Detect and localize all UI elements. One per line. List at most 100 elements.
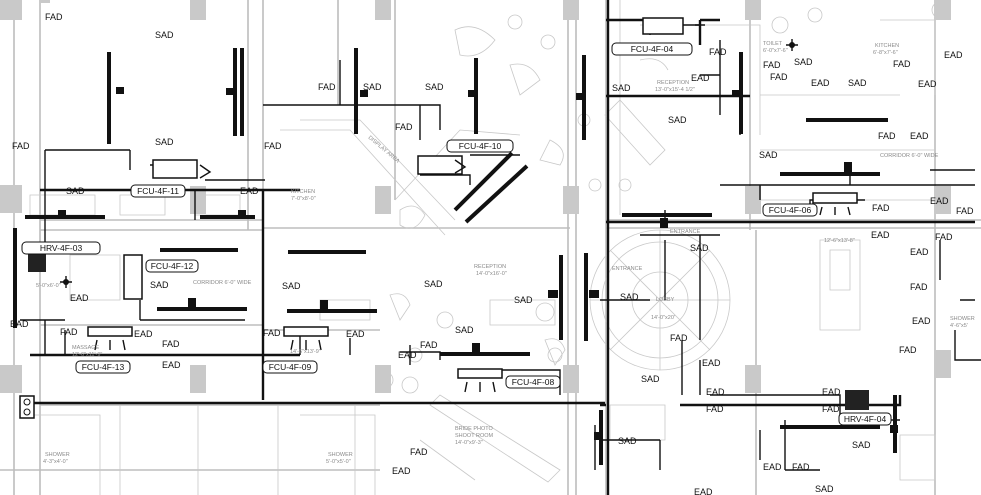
sad-label: SAD bbox=[155, 30, 174, 40]
fad-label: FAD bbox=[910, 282, 928, 292]
ead-label: EAD bbox=[694, 487, 713, 495]
room-label: CORRIDOR 6'-0" WIDE bbox=[880, 153, 939, 159]
fad-label: FAD bbox=[763, 60, 781, 70]
fcu-4f-10-text: FCU-4F-10 bbox=[459, 141, 502, 151]
sad-label: SAD bbox=[425, 82, 444, 92]
ead-label: EAD bbox=[398, 350, 417, 360]
fad-label: FAD bbox=[420, 340, 438, 350]
fad-label: FAD bbox=[60, 327, 78, 337]
room-label: 4'-3"x4'-0" bbox=[43, 459, 68, 465]
sad-label: SAD bbox=[690, 243, 709, 253]
ead-label: EAD bbox=[811, 78, 830, 88]
fad-label: FAD bbox=[709, 47, 727, 57]
room-label: ENTRANCE bbox=[612, 266, 643, 272]
room-label: 6'-0"x7'-6" bbox=[763, 48, 788, 54]
fcu-4f-08-tag[interactable]: FCU-4F-08 bbox=[505, 375, 561, 389]
fcu-4f-10-tag[interactable]: FCU-4F-10 bbox=[446, 139, 514, 153]
sad-label: SAD bbox=[514, 295, 533, 305]
fad-label: FAD bbox=[706, 404, 724, 414]
room-label: RECEPTION bbox=[474, 264, 506, 270]
ead-label: EAD bbox=[240, 186, 259, 196]
fad-label: FAD bbox=[878, 131, 896, 141]
room-label: 6'-8"x7'-6" bbox=[873, 50, 898, 56]
room-label: 14'-6"x13'-9" bbox=[290, 349, 321, 355]
ead-label: EAD bbox=[822, 387, 841, 397]
ead-label: EAD bbox=[162, 360, 181, 370]
ductwork bbox=[13, 0, 981, 495]
fad-label: FAD bbox=[410, 447, 428, 457]
ead-label: EAD bbox=[918, 79, 937, 89]
ead-label: EAD bbox=[346, 329, 365, 339]
ead-label: EAD bbox=[912, 316, 931, 326]
room-label: SHOWER bbox=[45, 452, 70, 458]
room-label: MASSAGE bbox=[72, 345, 100, 351]
sad-label: SAD bbox=[618, 436, 637, 446]
sad-label: SAD bbox=[794, 57, 813, 67]
room-label: 4'-6"x5' bbox=[950, 323, 968, 329]
ead-label: EAD bbox=[910, 131, 929, 141]
ead-label: EAD bbox=[763, 462, 782, 472]
room-label: LOBBY bbox=[656, 297, 675, 303]
room-label: ENTRANCE bbox=[670, 229, 701, 235]
sad-label: SAD bbox=[363, 82, 382, 92]
fcu-4f-09-text: FCU-4F-09 bbox=[269, 362, 312, 372]
fcu-4f-11-tag[interactable]: FCU-4F-11 bbox=[130, 184, 186, 198]
fad-label: FAD bbox=[162, 339, 180, 349]
fcu-4f-06-text: FCU-4F-06 bbox=[769, 205, 812, 215]
hrv-4f-04-tag[interactable]: HRV-4F-04 bbox=[838, 412, 892, 426]
ead-label: EAD bbox=[871, 230, 890, 240]
ead-label: EAD bbox=[10, 319, 29, 329]
sad-label: SAD bbox=[612, 83, 631, 93]
fad-label: FAD bbox=[395, 122, 413, 132]
fad-label: FAD bbox=[899, 345, 917, 355]
fad-label: FAD bbox=[670, 333, 688, 343]
room-label: BRIDE PHOTO bbox=[455, 426, 494, 432]
ead-label: EAD bbox=[691, 73, 710, 83]
air-labels: FAD SAD FAD SAD SAD FAD FAD SAD FAD SAD … bbox=[10, 12, 974, 495]
fcu-4f-11-text: FCU-4F-11 bbox=[137, 186, 179, 196]
sad-label: SAD bbox=[155, 137, 174, 147]
sad-label: SAD bbox=[848, 78, 867, 88]
sad-label: SAD bbox=[620, 292, 639, 302]
fcu-4f-09-tag[interactable]: FCU-4F-09 bbox=[262, 360, 318, 374]
ead-label: EAD bbox=[70, 293, 89, 303]
fad-label: FAD bbox=[263, 328, 281, 338]
fcu-4f-12-tag[interactable]: FCU-4F-12 bbox=[145, 259, 199, 273]
fad-label: FAD bbox=[264, 141, 282, 151]
room-label: 7'-0"x8'-0" bbox=[291, 196, 316, 202]
sad-label: SAD bbox=[66, 186, 85, 196]
ead-label: EAD bbox=[930, 196, 949, 206]
sad-label: SAD bbox=[282, 281, 301, 291]
ead-label: EAD bbox=[392, 466, 411, 476]
ead-label: EAD bbox=[910, 247, 929, 257]
room-label: RECEPTION bbox=[657, 80, 689, 86]
sad-label: SAD bbox=[815, 484, 834, 494]
ead-label: EAD bbox=[706, 387, 725, 397]
equipment-tags: FCU-4F-04 FCU-4F-10 FCU-4F-11 FCU-4F-12 … bbox=[21, 42, 892, 426]
ead-label: EAD bbox=[134, 329, 153, 339]
fad-label: FAD bbox=[956, 206, 974, 216]
fcu-4f-13-text: FCU-4F-13 bbox=[82, 362, 125, 372]
fcu-4f-08-text: FCU-4F-08 bbox=[512, 377, 555, 387]
fcu-4f-04-tag[interactable]: FCU-4F-04 bbox=[611, 42, 693, 56]
sad-label: SAD bbox=[455, 325, 474, 335]
sad-label: SAD bbox=[150, 280, 169, 290]
sad-label: SAD bbox=[759, 150, 778, 160]
room-label: CORRIDOR 6'-0" WIDE bbox=[193, 280, 252, 286]
hrv-4f-03-tag[interactable]: HRV-4F-03 bbox=[21, 241, 101, 255]
fcu-4f-04-text: FCU-4F-04 bbox=[631, 44, 674, 54]
fcu-4f-06-tag[interactable]: FCU-4F-06 bbox=[762, 203, 818, 217]
fcu-4f-12-text: FCU-4F-12 bbox=[151, 261, 194, 271]
room-label: KITCHEN bbox=[875, 43, 899, 49]
sad-label: SAD bbox=[641, 374, 660, 384]
fad-label: FAD bbox=[792, 462, 810, 472]
room-labels: TOILET 6'-0"x7'-6" KITCHEN 6'-8"x7'-6" R… bbox=[36, 41, 975, 465]
sad-label: SAD bbox=[424, 279, 443, 289]
room-label: 14'-0"x9'-3" bbox=[455, 440, 483, 446]
room-label: 13'-0"x15'-4 1/2" bbox=[655, 87, 695, 93]
fcu-4f-13-tag[interactable]: FCU-4F-13 bbox=[75, 360, 131, 374]
fad-label: FAD bbox=[45, 12, 63, 22]
sad-label: SAD bbox=[668, 115, 687, 125]
room-label: 14'-0"x20' bbox=[651, 315, 675, 321]
